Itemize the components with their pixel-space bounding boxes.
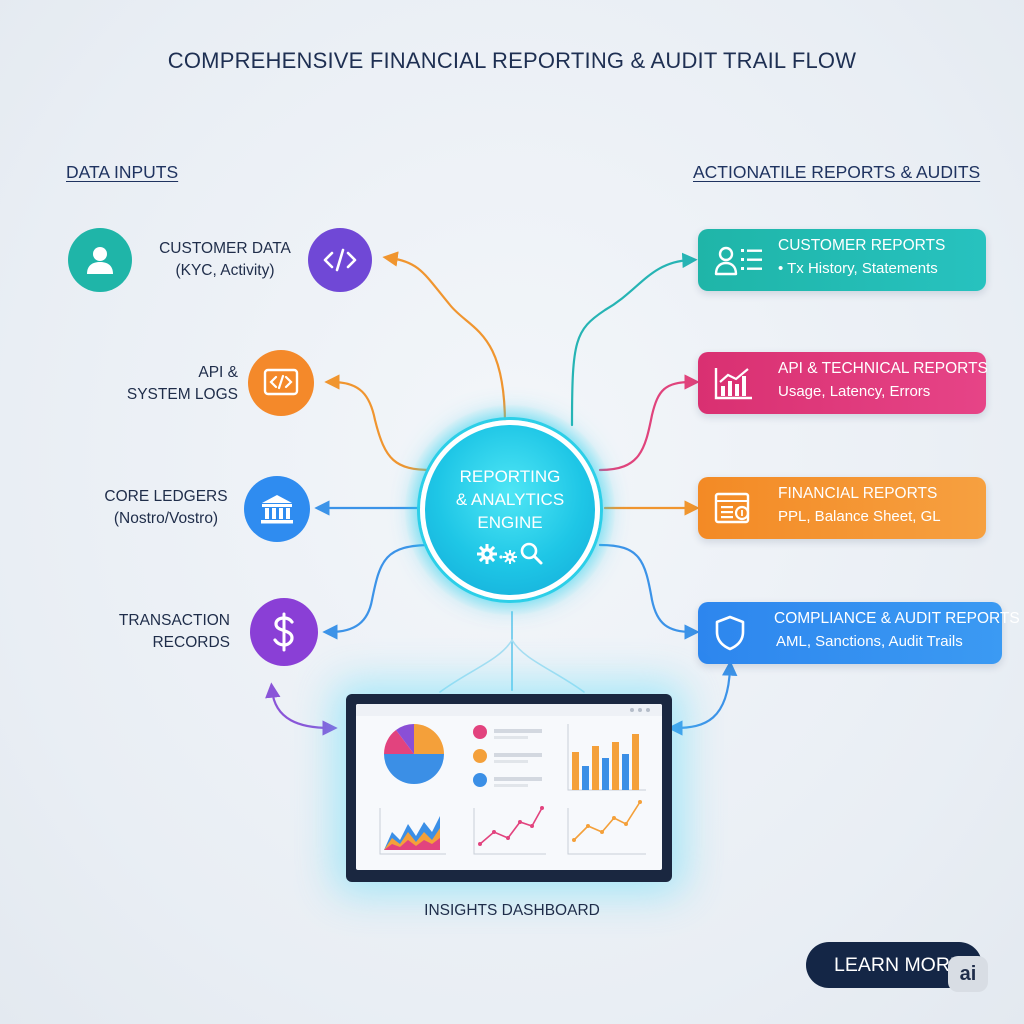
code-icon bbox=[323, 248, 357, 272]
page-title: COMPREHENSIVE FINANCIAL REPORTING & AUDI… bbox=[167, 48, 857, 73]
dashboard-label: INSIGHTS DASHBOARD bbox=[424, 902, 600, 919]
bar-chart-widget bbox=[567, 724, 646, 791]
bank-icon bbox=[261, 495, 293, 524]
ledger-icon bbox=[714, 492, 750, 524]
user-list-icon bbox=[714, 246, 762, 276]
shield-icon bbox=[715, 615, 745, 651]
connector-technical-reports bbox=[598, 374, 700, 472]
insights-dashboard-monitor[interactable] bbox=[346, 694, 672, 882]
core-ledgers-label: CORE LEDGERS (Nostro/Vostro) bbox=[104, 488, 228, 527]
gear-icon bbox=[477, 544, 497, 564]
area-chart-widget bbox=[379, 808, 446, 855]
customer-reports-card[interactable]: CUSTOMER REPORTS • Tx History, Statement… bbox=[698, 229, 986, 291]
dashboard-screen bbox=[356, 704, 662, 870]
customer-data-node[interactable] bbox=[68, 228, 132, 292]
technical-reports-title: API & TECHNICAL REPORTS bbox=[778, 360, 988, 377]
engine-label: REPORTING & ANALYTICS ENGINE bbox=[455, 467, 565, 532]
list-widget bbox=[473, 725, 542, 787]
analytics-engine[interactable]: REPORTING & ANALYTICS ENGINE bbox=[420, 420, 600, 600]
compliance-reports-title: COMPLIANCE & AUDIT REPORTS bbox=[774, 610, 1020, 627]
connector-transactions bbox=[322, 543, 434, 640]
compliance-reports-card[interactable]: COMPLIANCE & AUDIT REPORTS AML, Sanction… bbox=[698, 602, 1020, 664]
api-logs-node[interactable] bbox=[248, 350, 314, 416]
connector-customer-data bbox=[382, 251, 507, 427]
financial-reports-detail: PPL, Balance Sheet, GL bbox=[778, 508, 941, 525]
customer-data-label: CUSTOMER DATA (KYC, Activity) bbox=[159, 240, 291, 279]
pie-chart-widget bbox=[384, 724, 444, 784]
compliance-reports-detail: AML, Sanctions, Audit Trails bbox=[776, 633, 963, 650]
connector-customer-reports bbox=[570, 252, 698, 427]
financial-reports-title: FINANCIAL REPORTS bbox=[778, 485, 938, 502]
core-ledgers-node[interactable] bbox=[244, 476, 310, 542]
user-icon bbox=[87, 247, 113, 274]
connector-api-logs bbox=[324, 374, 434, 472]
gear-icon bbox=[503, 550, 517, 564]
customer-data-code-node[interactable] bbox=[308, 228, 372, 292]
engine-icons bbox=[477, 542, 543, 565]
code-window-icon bbox=[263, 368, 299, 396]
connector-dashboard-right bbox=[667, 660, 738, 736]
technical-reports-detail: Usage, Latency, Errors bbox=[778, 383, 931, 400]
ai-badge: ai bbox=[948, 956, 988, 992]
line-chart-widget bbox=[473, 806, 546, 855]
api-logs-label: API & SYSTEM LOGS bbox=[126, 364, 238, 403]
inputs-heading: DATA INPUTS bbox=[66, 162, 179, 182]
technical-reports-card[interactable]: API & TECHNICAL REPORTS Usage, Latency, … bbox=[698, 352, 988, 414]
magnifier-icon bbox=[520, 542, 543, 565]
transaction-records-label: TRANSACTION RECORDS bbox=[118, 612, 230, 651]
transaction-records-node[interactable] bbox=[250, 598, 318, 666]
dashboard-widgets bbox=[356, 704, 662, 855]
financial-reports-card[interactable]: FINANCIAL REPORTS PPL, Balance Sheet, GL bbox=[698, 477, 986, 539]
outputs-heading: ACTIONATILE REPORTS & AUDITS bbox=[693, 162, 981, 182]
bar-chart-icon bbox=[714, 368, 752, 400]
dollar-icon bbox=[273, 612, 294, 652]
line-chart-widget bbox=[567, 800, 646, 855]
connector-compliance-reports bbox=[598, 543, 700, 640]
customer-reports-title: CUSTOMER REPORTS bbox=[778, 237, 946, 254]
connector-dashboard-left bbox=[265, 682, 338, 736]
customer-reports-detail: • Tx History, Statements bbox=[778, 260, 938, 277]
